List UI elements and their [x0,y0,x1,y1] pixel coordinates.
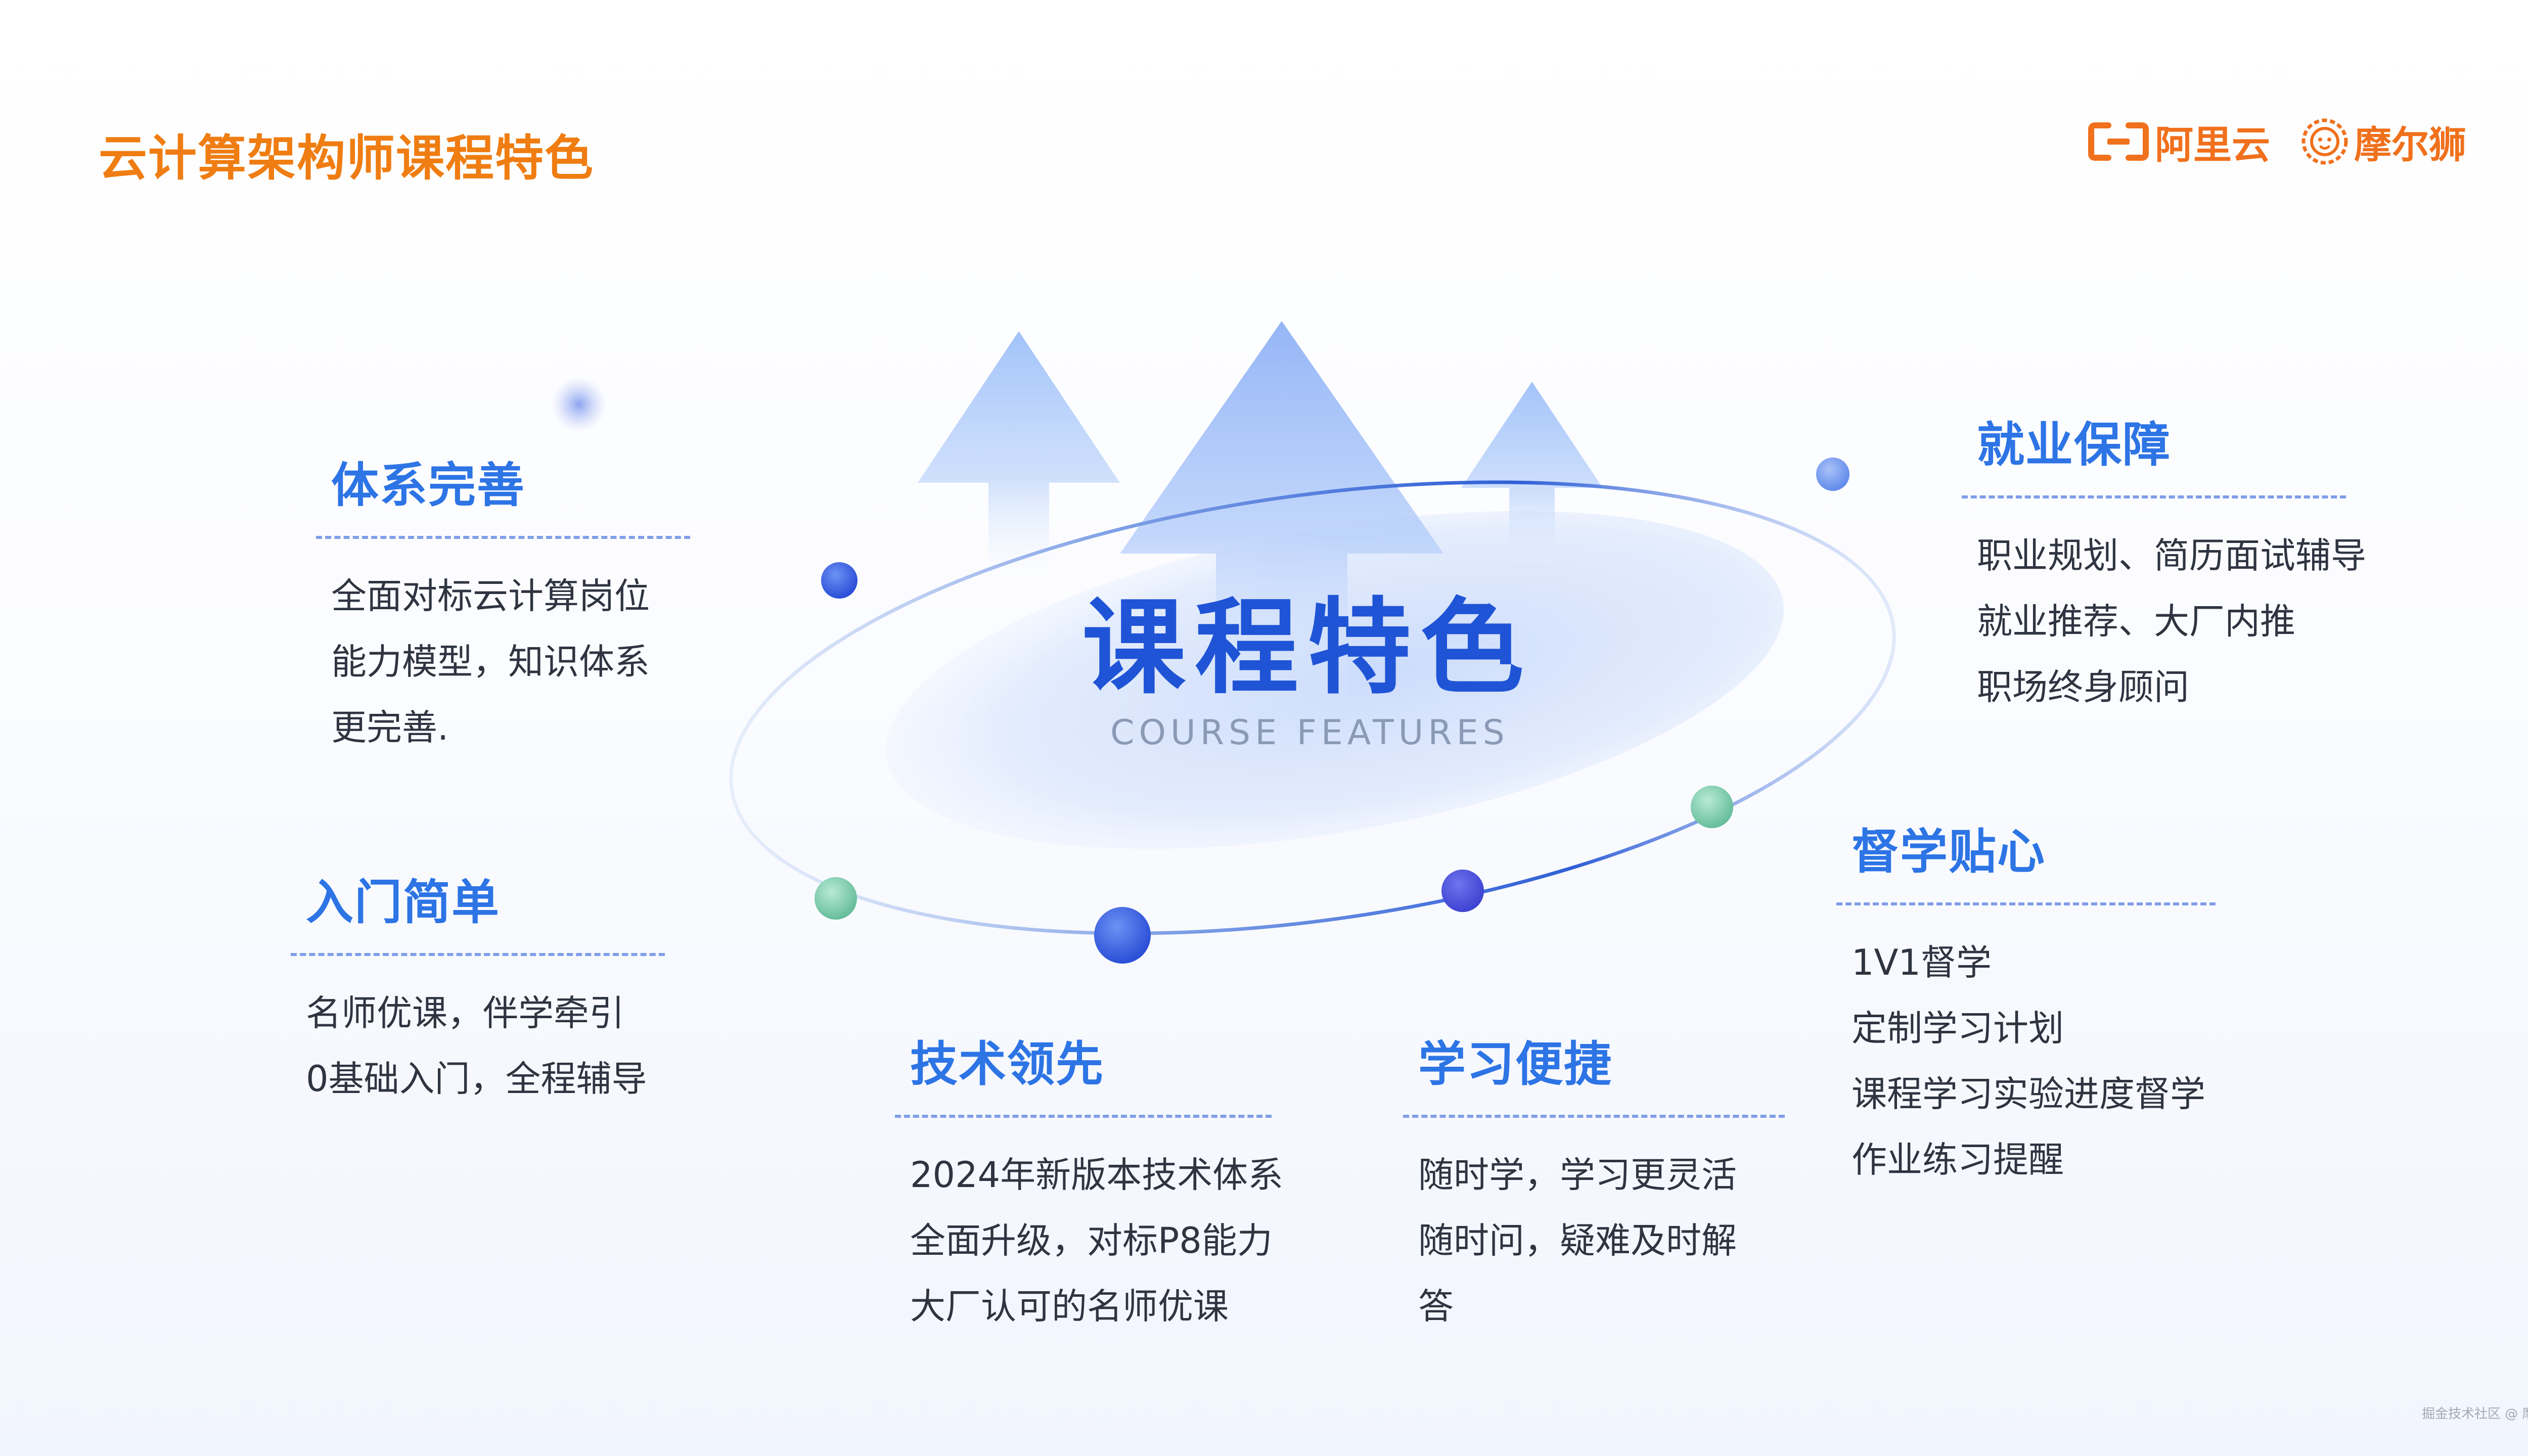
center-title: 课程特色 [1082,588,1533,708]
feature-heading: 督学贴心 [1852,825,2046,880]
aliyun-bracket-icon [2088,122,2149,161]
feature-line: 就业推荐、大厂内推 [1977,600,2295,642]
feature-divider [316,535,690,539]
feature-line: 更完善. [331,706,449,748]
arrow-right-icon [1461,382,1603,569]
feature-lines: 职业规划、简历面试辅导 就业推荐、大厂内推 职场终身顾问 [1962,523,2366,720]
feature-line: 作业练习提醒 [1852,1139,2064,1180]
feature-line: 1V1督学 [1852,941,1992,983]
feature-tech: 技术领先 2024年新版本技术体系 全面升级，对标P8能力 大厂认可的名师优课 [895,1036,1284,1339]
feature-lines: 2024年新版本技术体系 全面升级，对标P8能力 大厂认可的名师优课 [895,1142,1284,1339]
aliyun-logo-text: 阿里云 [2155,122,2270,167]
feature-heading: 学习便捷 [1418,1037,1613,1092]
feature-line: 随时学，学习更灵活 [1418,1154,1737,1196]
orbit-dot-purple [1441,870,1484,912]
feature-heading: 入门简单 [306,875,501,930]
feature-divider [291,952,665,956]
feature-lines: 随时学，学习更灵活 随时问，疑难及时解 答 [1403,1142,1785,1339]
feature-lines: 1V1督学 定制学习计划 课程学习实验进度督学 作业练习提醒 [1836,930,2216,1193]
feature-supervision: 督学贴心 1V1督学 定制学习计划 课程学习实验进度督学 作业练习提醒 [1836,824,2216,1193]
feature-system: 体系完善 全面对标云计算岗位 能力模型，知识体系 更完善. [316,458,690,760]
moer-logo-text: 摩尔狮 [2354,123,2466,167]
feature-convenience: 学习便捷 随时学，学习更灵活 随时问，疑难及时解 答 [1403,1036,1785,1339]
feature-line: 职业规划、简历面试辅导 [1977,534,2366,576]
aliyun-logo: 阿里云 [2088,114,2270,169]
orbit-dot-blue [821,562,857,599]
feature-line: 全面对标云计算岗位 [331,575,650,617]
arrow-left-icon [918,331,1120,576]
feature-line: 职场终身顾问 [1977,666,2189,708]
arrow-center-icon [1120,321,1443,713]
feature-divider [895,1114,1272,1118]
orbit-ring [729,480,1896,935]
footer-watermark: 掘金技术社区 @ 摩尔狮 [2422,1406,2528,1422]
moer-logo: 摩尔狮 [2300,114,2466,169]
feature-heading: 就业保障 [1977,418,2172,473]
feature-lines: 名师优课，伴学牵引 0基础入门，全程辅导 [291,980,665,1112]
feature-heading: 体系完善 [331,458,526,513]
orbit-dot-light-blue [1816,458,1849,491]
feature-employment: 就业保障 职业规划、简历面试辅导 就业推荐、大厂内推 职场终身顾问 [1962,417,2366,720]
feature-heading: 技术领先 [910,1037,1105,1092]
feature-divider [1836,902,2216,905]
brand-logos: 阿里云 摩尔狮 [2088,114,2472,169]
page-title: 云计算架构师课程特色 [99,130,594,187]
feature-line: 全面升级，对标P8能力 [910,1219,1273,1261]
lion-head-icon [2301,118,2348,165]
feature-line: 0基础入门，全程辅导 [306,1058,647,1100]
feature-lines: 全面对标云计算岗位 能力模型，知识体系 更完善. [316,563,690,760]
feature-line: 名师优课，伴学牵引 [306,992,624,1034]
blurred-dot-decoration [551,377,607,432]
feature-line: 定制学习计划 [1852,1007,2064,1049]
orbit-dot-large-blue [1094,907,1151,964]
feature-entry: 入门简单 名师优课，伴学牵引 0基础入门，全程辅导 [291,875,665,1112]
feature-line: 答 [1418,1285,1454,1327]
feature-line: 2024年新版本技术体系 [910,1154,1284,1196]
feature-line: 课程学习实验进度督学 [1852,1073,2205,1115]
center-subtitle: COURSE FEATURES [1110,713,1509,753]
feature-line: 大厂认可的名师优课 [910,1285,1229,1327]
orbit-dot-green-right [1691,786,1733,828]
feature-line: 能力模型，知识体系 [331,641,650,682]
feature-divider [1403,1114,1785,1118]
feature-divider [1962,495,2346,498]
feature-line: 随时问，疑难及时解 [1418,1219,1737,1261]
orbit-dot-green-left [815,877,857,920]
